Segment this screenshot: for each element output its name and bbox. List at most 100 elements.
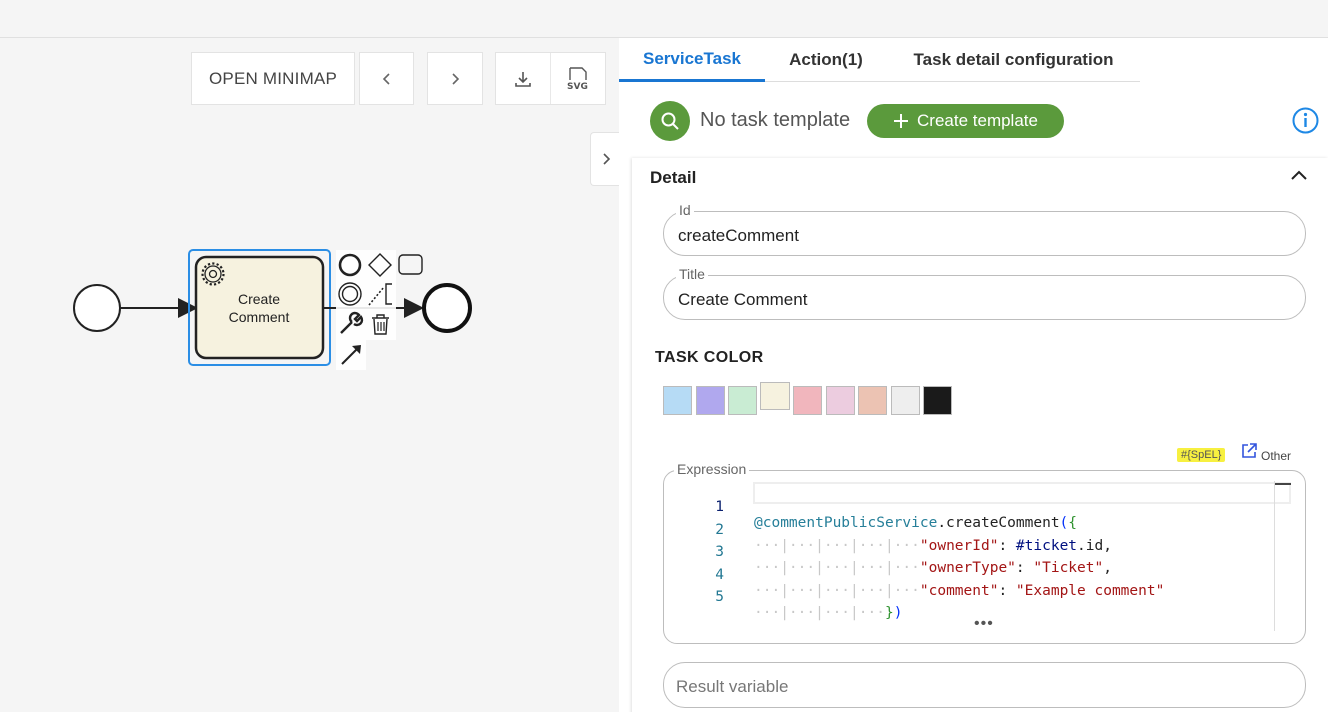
wrench-icon[interactable] [340,311,364,334]
color-swatch[interactable] [826,386,855,415]
svg-label: SVG [567,82,588,92]
title-value: Create Comment [678,290,808,309]
search-icon [661,112,679,130]
id-value: createComment [678,226,799,245]
code-line: 4 ···|···|···|···|···"comment": "Example… [664,551,1294,599]
code-token: "Ticket" [1033,560,1104,576]
code-line: 3 ···|···|···|···|···"ownerType": "Ticke… [664,528,1294,576]
scrollbar-marker [1275,483,1291,485]
chevron-right-icon [602,153,610,165]
color-swatch[interactable] [923,386,952,415]
result-variable-field[interactable]: Result variable [663,662,1306,708]
bpmn-diagram: Create Comment [73,249,472,370]
diagram-canvas[interactable]: OPEN MINIMAP SVG [0,38,620,712]
code-token: "ownerId" [919,537,999,554]
export-group: SVG [495,52,606,105]
id-label: Id [676,202,694,218]
code-token: @commentPublicService [754,515,938,531]
code-token: : [998,537,1016,554]
code-line: 1 @commentPublicService.createComment({ [664,483,1294,531]
editor-scrollbar[interactable] [1274,481,1275,631]
properties-panel: ServiceTask Action(1) Task detail config… [619,38,1328,712]
code-token: : [998,582,1016,599]
code-token: ) [893,605,903,621]
connect-arrow-icon[interactable] [341,345,361,365]
result-variable-placeholder: Result variable [676,677,789,696]
code-token: { [1068,515,1078,531]
append-end-event-icon[interactable] [338,253,362,277]
info-icon[interactable] [1292,107,1319,134]
line-number: 1 [715,499,724,515]
line-number: 4 [715,566,724,583]
open-minimap-button[interactable]: OPEN MINIMAP [191,52,355,105]
service-task-create-comment[interactable] [194,255,325,360]
append-gateway-icon[interactable] [368,253,392,277]
expression-label: Expression [674,461,750,477]
no-template-text: No task template [700,109,851,131]
color-swatch[interactable] [760,382,790,410]
task-label-line2: Comment [229,309,290,325]
external-link-icon[interactable] [1240,442,1258,460]
redo-button[interactable] [427,52,483,105]
tab-service-task[interactable]: ServiceTask [619,38,765,82]
append-task-icon[interactable] [398,254,423,275]
color-swatch[interactable] [696,386,725,415]
code-token: } [884,605,894,621]
task-selection-outline [188,249,331,366]
color-swatch[interactable] [891,386,920,415]
append-intermediate-event-icon[interactable] [338,282,362,306]
code-line: 5 ···|···|···|···}) [664,573,1294,621]
code-token: #ticket [1015,537,1078,554]
start-event[interactable] [73,284,121,332]
chevron-left-icon [382,72,390,85]
title-label: Title [676,266,708,282]
plus-icon [894,114,909,128]
detail-title: Detail [650,168,697,187]
chevron-right-icon [452,72,460,85]
panel-toggle-button[interactable] [590,132,620,186]
line-number: 3 [715,544,724,560]
line-number: 5 [715,589,724,605]
code-area[interactable]: 1 @commentPublicService.createComment({ … [664,483,1294,621]
color-swatch[interactable] [663,386,692,415]
expression-editor[interactable]: Expression 1 @commentPublicService.creat… [663,461,1306,644]
current-line-highlight [753,482,1291,504]
id-field[interactable]: Id createComment [663,202,1306,256]
tab-action[interactable]: Action(1) [789,50,863,69]
task-color-title: TASK COLOR [655,349,764,366]
create-template-button[interactable]: Create template [867,104,1064,138]
resize-handle-dots[interactable]: ••• [974,615,994,632]
top-bar [0,0,1328,38]
tab-task-detail-configuration[interactable]: Task detail configuration [913,50,1114,69]
download-button[interactable] [496,53,551,104]
code-token: .createComment [937,515,1060,531]
code-token: "Example comment" [1015,582,1165,599]
line-number: 2 [715,521,724,538]
export-svg-button[interactable]: SVG [551,53,605,104]
svg-file-icon: SVG [567,66,588,92]
color-swatch[interactable] [793,386,822,415]
title-field[interactable]: Title Create Comment [663,266,1306,320]
end-event[interactable] [422,283,472,333]
spel-badge[interactable]: #{SpEL} [1177,448,1226,462]
text-annotation-icon[interactable] [368,283,392,306]
panel-tabs: ServiceTask Action(1) Task detail config… [619,38,1140,82]
download-icon [515,71,531,87]
trash-icon[interactable] [372,314,389,335]
create-template-label: Create template [917,111,1038,130]
undo-button[interactable] [359,52,414,105]
task-label-line1: Create [238,291,280,307]
code-token: "ownerType" [919,560,1016,576]
search-template-button[interactable] [650,101,690,141]
other-label[interactable]: Other [1261,449,1292,463]
gear-icon [201,262,225,286]
code-token: ( [1059,515,1069,531]
code-token: : [1015,560,1034,576]
chevron-up-icon[interactable] [1289,166,1309,186]
code-token: , [1103,560,1112,576]
code-line: 2 ···|···|···|···|···"ownerId": #ticket.… [664,506,1294,554]
color-swatch[interactable] [858,386,887,415]
code-token: .id, [1077,537,1112,554]
code-token: "comment" [919,582,999,599]
color-swatch[interactable] [728,386,757,415]
